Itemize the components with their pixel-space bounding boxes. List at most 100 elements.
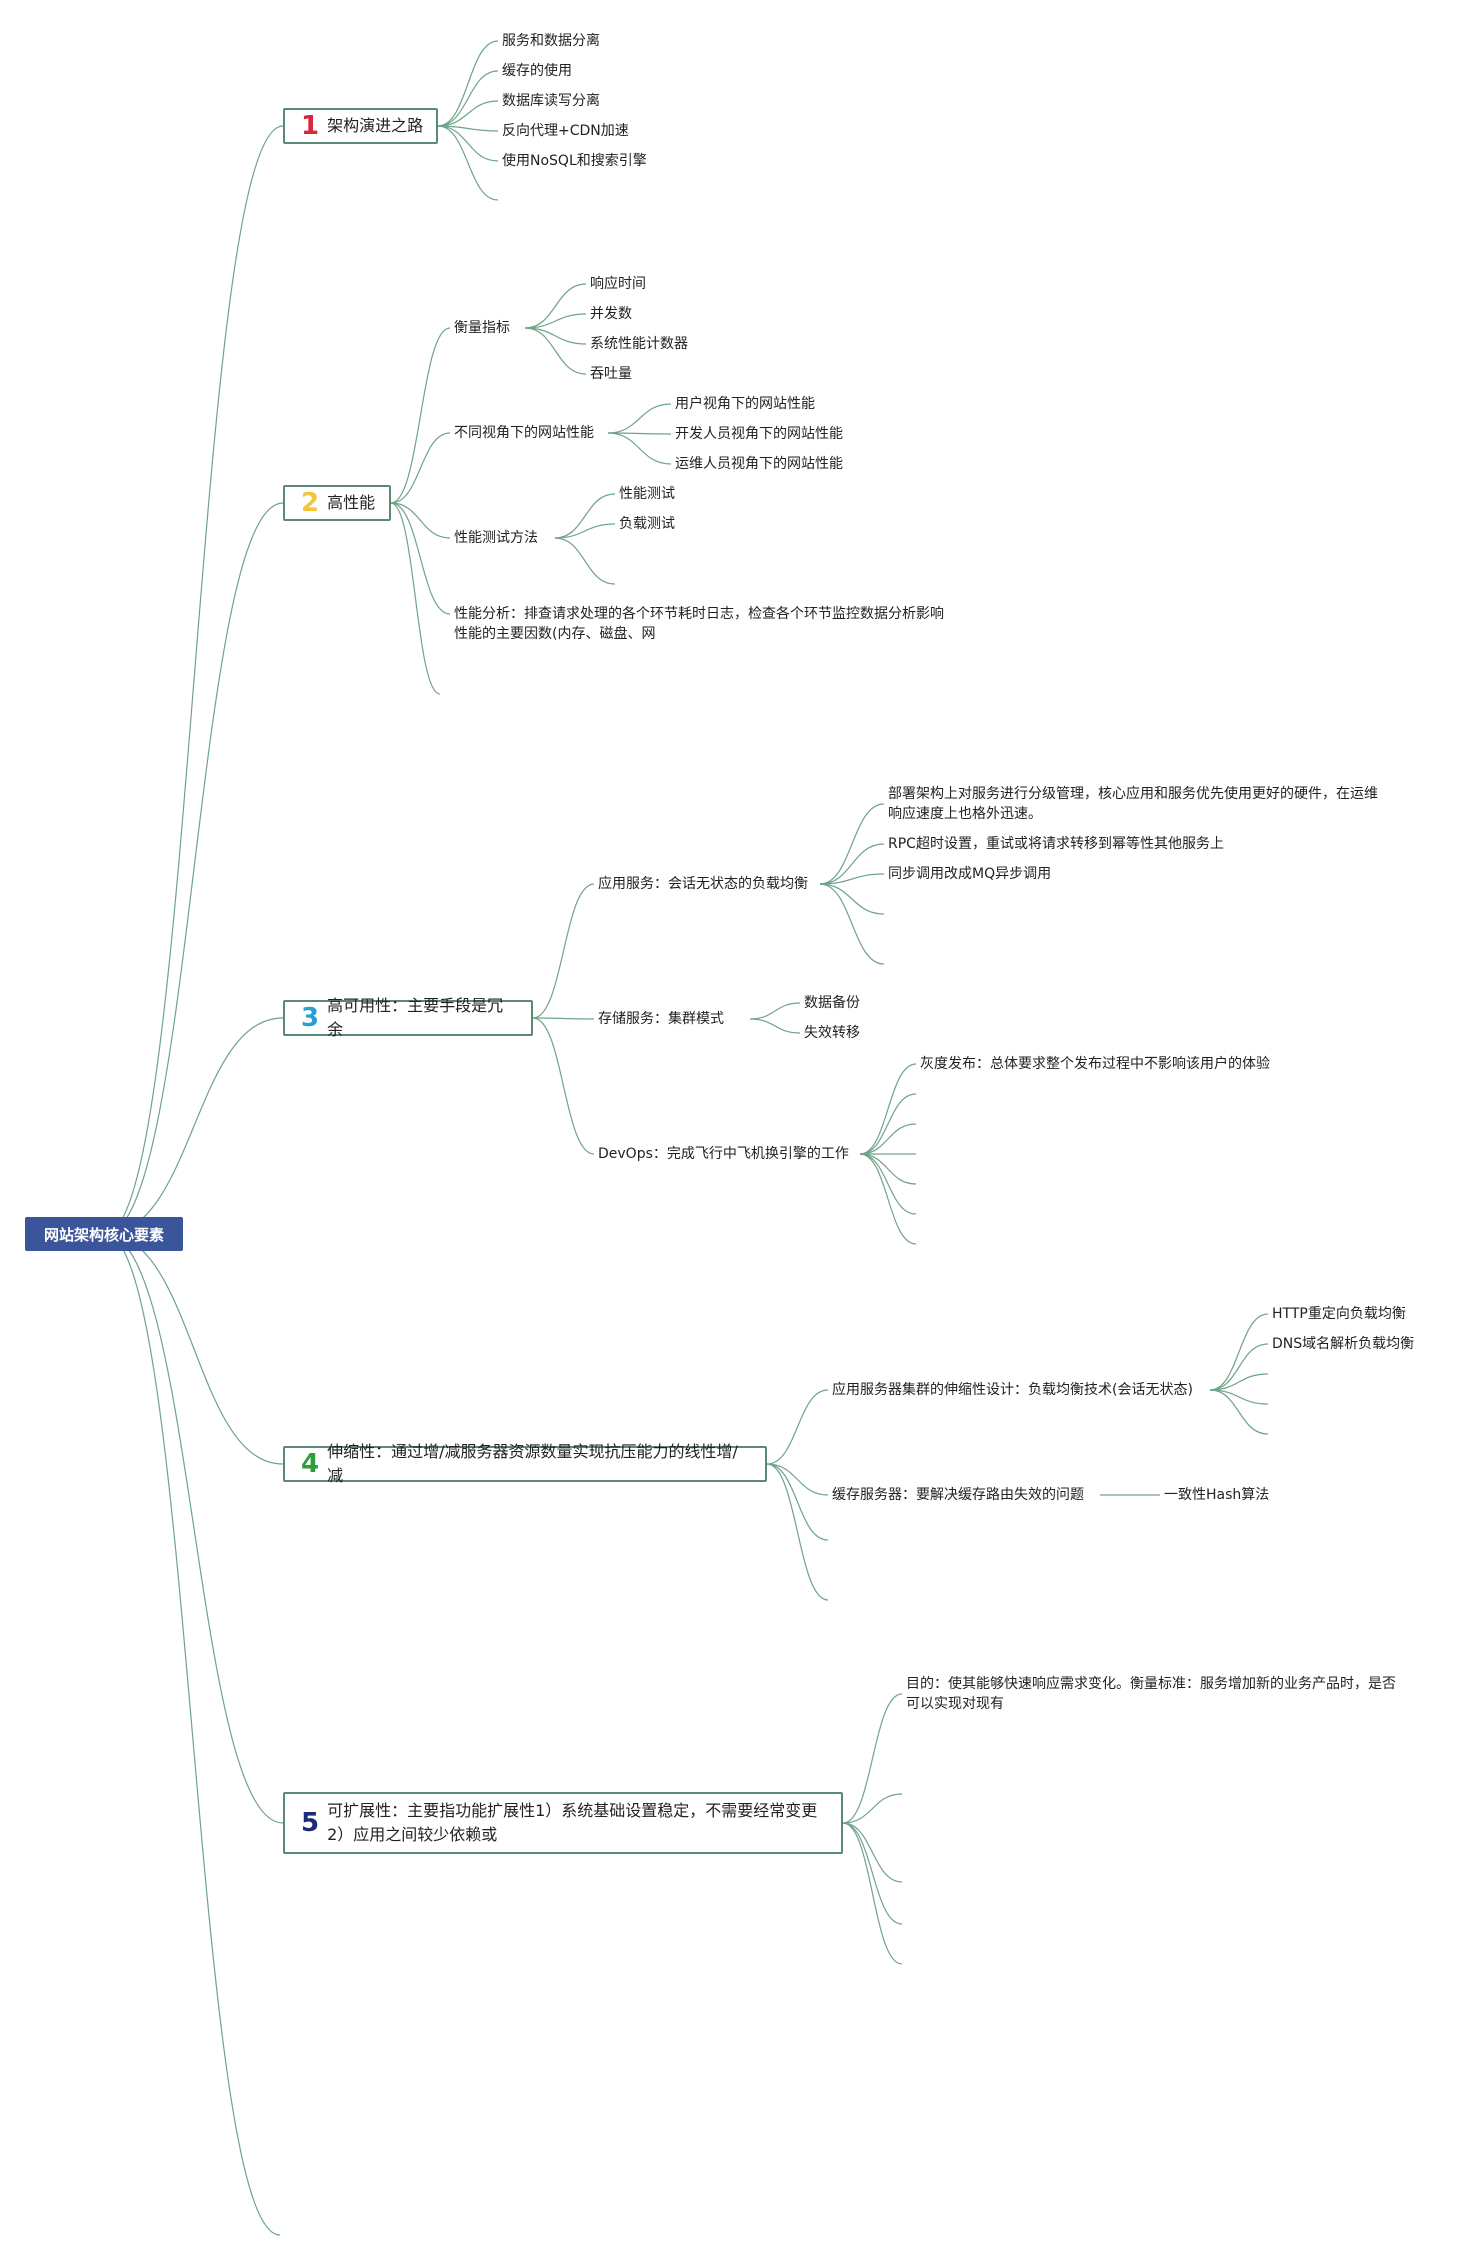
branch-2-number: 2 [301, 488, 320, 518]
b2-tests-connector [554, 493, 616, 539]
b3-devops-item[interactable]: 灰度发布：总体要求整个发布过程中不影响该用户的体验 [920, 1056, 1270, 1072]
b4-app-item[interactable]: DNS域名解析负载均衡 [1272, 1336, 1415, 1352]
branch-5-label: 可扩展性：主要指功能扩展性1）系统基础设置稳定，不需要经常变更 2）应用之间较少… [327, 1801, 818, 1844]
root-connector [104, 1233, 281, 2236]
root-connector [104, 1233, 284, 1824]
b3-storage-connector [749, 1018, 801, 1034]
b3-app-connector [819, 873, 885, 885]
branch-5-number: 5 [301, 1808, 320, 1838]
b2-connector [390, 327, 451, 504]
b2-tests-node[interactable]: 性能测试方法 [454, 530, 538, 546]
b2-metrics-node[interactable]: 衡量指标 [454, 320, 510, 336]
b5-item[interactable]: 目的：使其能够快速响应需求变化。衡量标准：服务增加新的业务产品时，是否可以实现对… [906, 1676, 1396, 1712]
b3-app-connector [819, 843, 885, 885]
branch-2-node[interactable]: 2 高性能 [283, 485, 391, 521]
b3-storage-node[interactable]: 存储服务：集群模式 [598, 1011, 724, 1027]
b1-item[interactable]: 使用NoSQL和搜索引擎 [502, 153, 647, 169]
b3-devops-connector [859, 1093, 917, 1155]
b3-devops-connector [859, 1153, 917, 1185]
b2-analysis-node[interactable]: 性能分析：排查请求处理的各个环节耗时日志，检查各个环节监控数据分析影响性能的主要… [454, 606, 944, 642]
b2-metrics-item[interactable]: 系统性能计数器 [590, 336, 688, 352]
b4-connector [766, 1463, 829, 1496]
b4-app-connector [1209, 1389, 1269, 1405]
b4-app-connector [1209, 1343, 1269, 1391]
b1-item[interactable]: 数据库读写分离 [502, 93, 600, 109]
b3-devops-connector [859, 1153, 917, 1215]
b2-views-connector [607, 432, 672, 465]
b2-views-item[interactable]: 用户视角下的网站性能 [675, 396, 815, 412]
b2-connector [390, 502, 451, 539]
b5-connector [842, 1822, 903, 1925]
b5-connector [842, 1793, 903, 1824]
b2-metrics-connector [524, 327, 587, 345]
branch-1-node[interactable]: 1 架构演进之路 [283, 108, 438, 144]
b3-app-connector [819, 883, 885, 965]
b4-cache-item[interactable]: 一致性Hash算法 [1164, 1487, 1270, 1503]
b2-metrics-item[interactable]: 并发数 [590, 306, 632, 322]
b4-cache-node[interactable]: 缓存服务器：要解决缓存路由失效的问题 [832, 1487, 1084, 1503]
b2-connector [390, 432, 451, 504]
branch-1-label: 架构演进之路 [327, 116, 424, 135]
b1-item[interactable]: 缓存的使用 [502, 63, 572, 79]
b5-connector [842, 1822, 903, 1965]
branch-3-number: 3 [301, 1003, 320, 1033]
b1-connector [437, 125, 499, 132]
b3-app-node[interactable]: 应用服务：会话无状态的负载均衡 [598, 876, 808, 892]
b1-connector [437, 125, 499, 201]
b4-app-item[interactable]: HTTP重定向负载均衡 [1272, 1306, 1406, 1322]
b1-connector [437, 125, 499, 162]
b3-devops-connector [859, 1123, 917, 1155]
root-connector [104, 125, 284, 1235]
b3-storage-item[interactable]: 失效转移 [804, 1025, 860, 1041]
b3-app-item[interactable]: 部署架构上对服务进行分级管理，核心应用和服务优先使用更好的硬件，在运维响应速度上… [888, 786, 1378, 822]
branch-3-node[interactable]: 3 高可用性：主要手段是冗余 [283, 996, 533, 1039]
b1-item[interactable]: 反向代理+CDN加速 [502, 123, 629, 139]
b2-views-item[interactable]: 运维人员视角下的网站性能 [675, 456, 843, 472]
b2-metrics-connector [524, 327, 587, 375]
b2-tests-item[interactable]: 性能测试 [619, 486, 675, 502]
b2-tests-item[interactable]: 负载测试 [619, 516, 675, 532]
branch-4-node[interactable]: 4 伸缩性：通过增/减服务器资源数量实现抗压能力的线性增/减 [283, 1442, 767, 1485]
b2-connector [390, 502, 441, 695]
b3-connector [532, 1017, 595, 1155]
b2-tests-connector [554, 523, 616, 539]
b2-metrics-item[interactable]: 响应时间 [590, 276, 646, 292]
b4-app-node[interactable]: 应用服务器集群的伸缩性设计：负载均衡技术(会话无状态) [832, 1382, 1193, 1398]
root-connector [104, 1017, 284, 1235]
b3-storage-connector [749, 1002, 801, 1020]
b1-item[interactable]: 服务和数据分离 [502, 33, 600, 49]
b5-connector [842, 1822, 903, 1883]
b2-tests-connector [554, 537, 616, 585]
b4-app-connector [1209, 1389, 1269, 1435]
branch-4-label: 伸缩性：通过增/减服务器资源数量实现抗压能力的线性增/减 [327, 1442, 738, 1485]
b3-app-connector [819, 803, 885, 885]
b3-app-item[interactable]: RPC超时设置，重试或将请求转移到幂等性其他服务上 [888, 836, 1224, 852]
b3-devops-node[interactable]: DevOps：完成飞行中飞机换引擎的工作 [598, 1146, 849, 1162]
b4-app-connector [1209, 1313, 1269, 1391]
b2-metrics-item[interactable]: 吞吐量 [590, 366, 632, 382]
b3-connector [532, 1017, 595, 1020]
b2-connector [390, 502, 451, 615]
branch-2-label: 高性能 [327, 493, 376, 512]
b3-connector [532, 883, 595, 1019]
branch-4-number: 4 [301, 1449, 320, 1479]
b3-storage-item[interactable]: 数据备份 [804, 995, 860, 1011]
branch-1-number: 1 [301, 111, 320, 141]
b2-views-item[interactable]: 开发人员视角下的网站性能 [675, 426, 843, 442]
root-node[interactable]: 网站架构核心要素 [25, 1217, 183, 1251]
b3-app-item[interactable]: 同步调用改成MQ异步调用 [888, 866, 1052, 882]
b4-connector [766, 1389, 829, 1465]
b3-devops-connector [859, 1153, 917, 1245]
b2-views-connector [607, 403, 672, 434]
b4-connector [766, 1463, 829, 1601]
b1-connector [437, 100, 499, 127]
b2-metrics-connector [524, 283, 587, 329]
b1-connector [437, 70, 499, 127]
branch-3-label: 高可用性：主要手段是冗余 [327, 996, 504, 1039]
branch-5-node[interactable]: 5 可扩展性：主要指功能扩展性1）系统基础设置稳定，不需要经常变更 2）应用之间… [283, 1792, 843, 1854]
b1-connector [437, 40, 499, 127]
root-connector [104, 502, 284, 1235]
b2-views-node[interactable]: 不同视角下的网站性能 [454, 425, 594, 441]
b5-connector [842, 1693, 903, 1824]
